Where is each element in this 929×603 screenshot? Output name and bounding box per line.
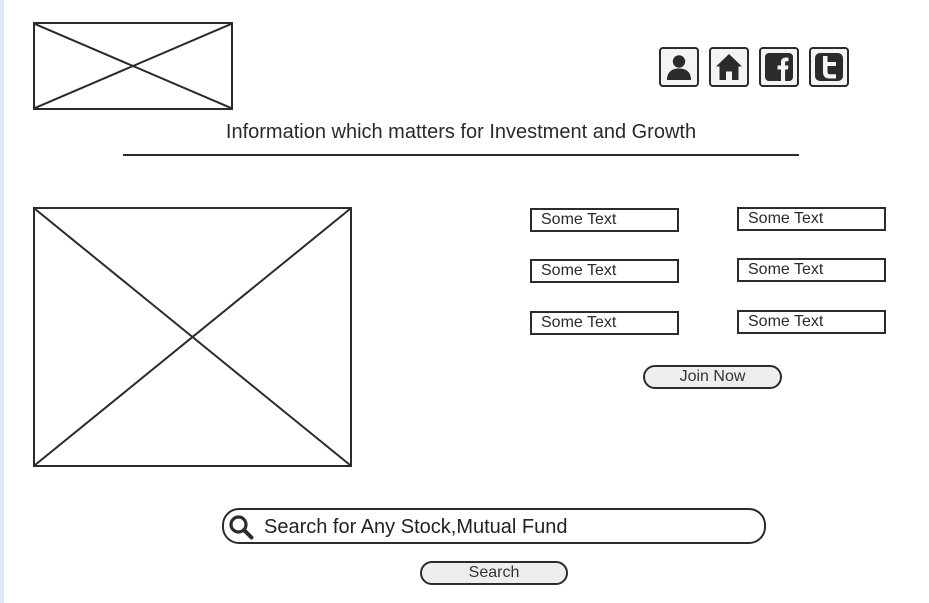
placeholder-cross-icon [35, 209, 350, 465]
home-icon [716, 54, 742, 80]
search-icon [227, 513, 255, 541]
search-button[interactable]: Search [420, 561, 568, 585]
text-field-2[interactable]: Some Text [737, 207, 886, 231]
search-input[interactable]: Search for Any Stock,Mutual Fund [222, 508, 766, 544]
logo-image-placeholder [33, 22, 233, 110]
text-field-4[interactable]: Some Text [737, 258, 886, 282]
join-now-button[interactable]: Join Now [643, 365, 782, 389]
tagline-divider [123, 154, 799, 156]
text-field-6[interactable]: Some Text [737, 310, 886, 334]
twitter-icon [815, 53, 843, 81]
facebook-icon-button[interactable] [759, 47, 799, 87]
text-field-5[interactable]: Some Text [530, 311, 679, 335]
home-icon-button[interactable] [709, 47, 749, 87]
placeholder-cross-icon [35, 24, 231, 108]
user-icon-button[interactable] [659, 47, 699, 87]
window-left-edge [0, 0, 4, 603]
twitter-icon-button[interactable] [809, 47, 849, 87]
text-field-1[interactable]: Some Text [530, 208, 679, 232]
user-icon [667, 55, 691, 80]
hero-image-placeholder [33, 207, 352, 467]
facebook-icon [765, 53, 793, 81]
text-field-3[interactable]: Some Text [530, 259, 679, 283]
page-tagline: Information which matters for Investment… [225, 121, 697, 143]
search-input-text: Search for Any Stock,Mutual Fund [264, 516, 568, 538]
